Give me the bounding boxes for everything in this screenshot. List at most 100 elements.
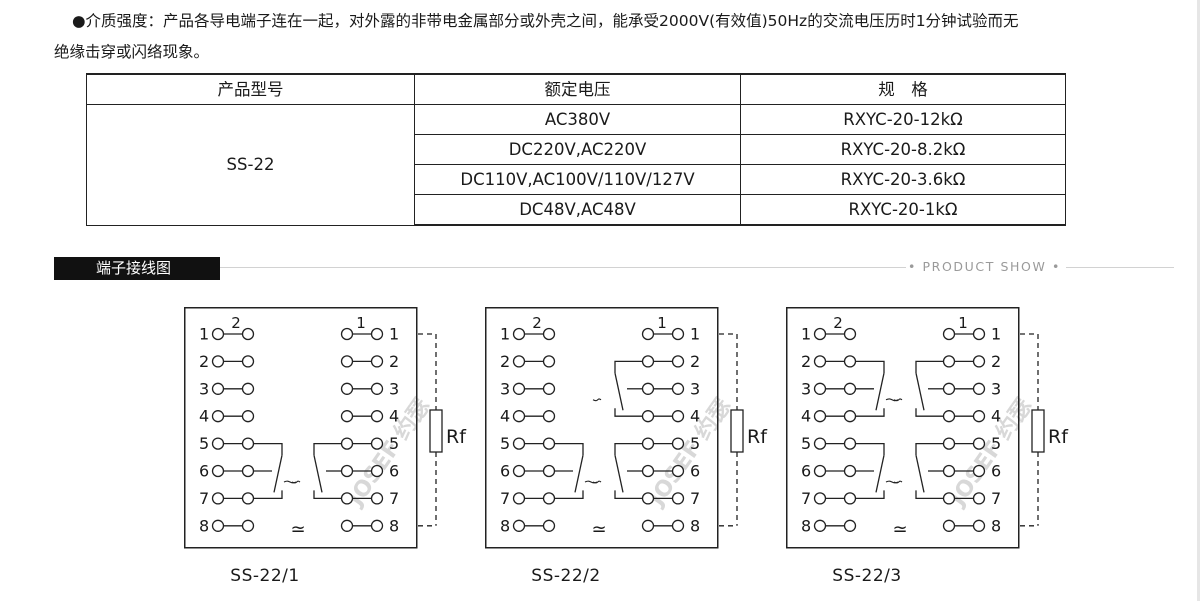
- terminal-left-b: [843, 410, 857, 423]
- terminal-left-b: [542, 492, 556, 505]
- voltage-cell: DC110V,AC100V/110V/127V: [414, 164, 741, 195]
- terminal-right-a: [942, 437, 956, 450]
- terminal-number-right: 6: [389, 462, 399, 481]
- contact-right-upper-bot: [614, 408, 643, 417]
- terminal-left-b: [241, 327, 255, 341]
- terminal-number-left: 1: [801, 325, 811, 344]
- terminal-number-right: 3: [991, 379, 1001, 398]
- terminal-number-left: 4: [500, 407, 510, 426]
- terminal-right-b: [370, 355, 384, 368]
- terminal-left-b: [241, 464, 255, 478]
- terminal-number-left: 2: [500, 352, 510, 371]
- terminal-number-left: 3: [199, 379, 209, 398]
- terminal-left-b: [542, 464, 556, 478]
- table-row: DC48V,AC48V RXYC-20-1kΩ: [87, 194, 1066, 226]
- terminal-number-left: 8: [801, 516, 811, 535]
- terminal-right-b: [972, 382, 986, 395]
- terminal-number-right: 7: [991, 489, 1001, 508]
- terminal-left-a: [211, 464, 225, 478]
- contact-right-upper-top: [614, 360, 643, 374]
- terminal-left-a: [813, 519, 827, 532]
- table-row: DC110V,AC100V/110V/127V RXYC-20-3.6kΩ: [87, 164, 1066, 195]
- section-divider-right: [1066, 267, 1174, 268]
- group-label-left: 2: [833, 314, 843, 332]
- contact-left-bot: [554, 490, 584, 500]
- voltage-cell: DC220V,AC220V: [414, 134, 741, 165]
- terminal-left-a: [813, 492, 827, 505]
- intro-line-2: 绝缘击穿或闪络现象。: [54, 43, 210, 61]
- terminal-number-left: 2: [199, 352, 209, 371]
- terminal-left-a: [211, 327, 225, 341]
- terminal-number-right: 6: [991, 462, 1001, 481]
- contact-left-blade: [574, 455, 584, 493]
- terminal-number-left: 3: [500, 379, 510, 398]
- terminal-number-left: 2: [801, 352, 811, 371]
- terminal-right-b: [671, 382, 685, 395]
- ac-symbol: ≃: [591, 519, 606, 540]
- terminal-right-b: [671, 327, 685, 341]
- table-row: DC220V,AC220V RXYC-20-8.2kΩ: [87, 134, 1066, 165]
- terminal-number-left: 1: [199, 325, 209, 344]
- contact-right-top: [313, 442, 342, 456]
- group-label-left: 2: [231, 314, 241, 332]
- terminal-right-b: [370, 464, 384, 478]
- terminal-right-b: [671, 355, 685, 368]
- group-label-right: 1: [657, 314, 667, 332]
- terminal-left-a: [211, 492, 225, 505]
- terminal-right-b: [671, 410, 685, 423]
- terminal-right-b: [671, 464, 685, 478]
- terminal-number-right: 7: [690, 489, 700, 508]
- section-title: 端子接线图: [96, 259, 172, 277]
- contact-left-upper-top: [855, 360, 885, 374]
- diagram-caption-1: SS-22/1: [230, 566, 300, 586]
- terminal-number-left: 6: [500, 462, 510, 481]
- contact-left-upper-blade: [875, 372, 885, 411]
- terminal-left-a: [512, 519, 526, 532]
- terminal-left-a: [211, 410, 225, 423]
- header-voltage: 额定电压: [414, 73, 741, 105]
- contact-right-lower-blade: [915, 455, 925, 493]
- contact-right-lower-top: [614, 442, 643, 456]
- diagram-caption-3: SS-22/3: [832, 566, 902, 586]
- terminal-number-left: 5: [801, 434, 811, 453]
- terminal-left-a: [211, 437, 225, 450]
- terminal-number-left: 4: [801, 407, 811, 426]
- terminal-number-right: 8: [690, 516, 700, 535]
- terminal-right-a: [641, 492, 655, 505]
- terminal-right-a: [942, 382, 956, 395]
- terminal-left-b: [542, 382, 556, 395]
- terminal-number-left: 3: [801, 379, 811, 398]
- terminal-right-b: [671, 437, 685, 450]
- rf-label: Rf: [1048, 426, 1069, 448]
- terminal-number-left: 1: [500, 325, 510, 344]
- terminal-number-right: 7: [389, 489, 399, 508]
- terminal-right-b: [370, 410, 384, 423]
- ac-symbol: ≃: [290, 519, 305, 540]
- section-divider: [220, 267, 906, 268]
- contact-right-upper-bot: [915, 408, 944, 417]
- relay-frame: [184, 307, 418, 549]
- terminal-number-left: 8: [199, 516, 209, 535]
- terminal-right-a: [942, 327, 956, 341]
- terminal-right-b: [972, 464, 986, 478]
- dielectric-strength-text: ●介质强度：产品各导电端子连在一起，对外露的非带电金属部分或外壳之间，能承受20…: [54, 6, 1154, 68]
- terminal-right-a: [641, 437, 655, 450]
- terminal-number-right: 2: [690, 352, 700, 371]
- rf-resistor: [1031, 409, 1045, 453]
- terminal-right-b: [972, 355, 986, 368]
- contact-left-top: [554, 442, 584, 456]
- contact-right-lower-top: [915, 442, 944, 456]
- terminal-left-a: [512, 327, 526, 341]
- terminal-left-a: [813, 464, 827, 478]
- terminal-left-b: [843, 437, 857, 450]
- terminal-right-a: [340, 519, 354, 532]
- terminal-right-a: [942, 519, 956, 532]
- terminal-number-right: 5: [991, 434, 1001, 453]
- terminal-number-left: 6: [199, 462, 209, 481]
- terminal-number-left: 5: [500, 434, 510, 453]
- terminal-right-b: [370, 382, 384, 395]
- terminal-left-a: [512, 410, 526, 423]
